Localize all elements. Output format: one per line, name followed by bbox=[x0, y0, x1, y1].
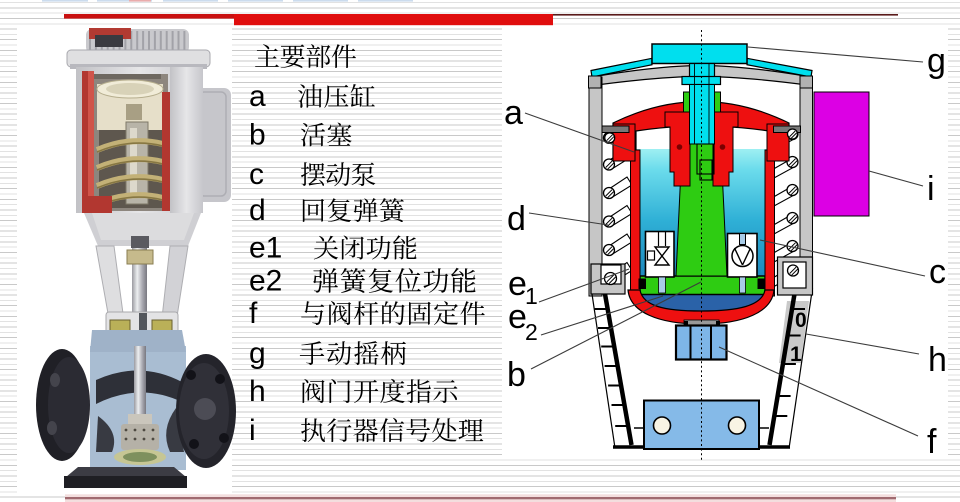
svg-text:a: a bbox=[249, 80, 266, 113]
svg-text:f: f bbox=[249, 297, 258, 330]
svg-text:h: h bbox=[928, 341, 947, 379]
svg-text:e1: e1 bbox=[249, 232, 282, 265]
svg-text:b: b bbox=[507, 356, 526, 394]
svg-text:f: f bbox=[927, 423, 937, 461]
svg-text:1: 1 bbox=[525, 283, 538, 309]
svg-text:h: h bbox=[249, 375, 266, 408]
svg-text:i: i bbox=[249, 414, 256, 447]
svg-text:0: 0 bbox=[795, 309, 807, 332]
svg-text:c: c bbox=[929, 253, 946, 291]
svg-text:i: i bbox=[927, 170, 935, 208]
svg-text:e: e bbox=[508, 298, 527, 336]
svg-text:c: c bbox=[249, 158, 264, 191]
svg-text:b: b bbox=[249, 118, 266, 151]
svg-text:2: 2 bbox=[525, 319, 538, 345]
svg-text:1: 1 bbox=[790, 343, 802, 366]
svg-text:d: d bbox=[507, 200, 526, 238]
svg-text:a: a bbox=[504, 94, 523, 132]
svg-text:g: g bbox=[249, 337, 266, 370]
svg-text:e: e bbox=[508, 265, 527, 303]
svg-text:e2: e2 bbox=[249, 265, 282, 298]
svg-text:d: d bbox=[249, 194, 266, 227]
svg-text:g: g bbox=[927, 42, 946, 80]
